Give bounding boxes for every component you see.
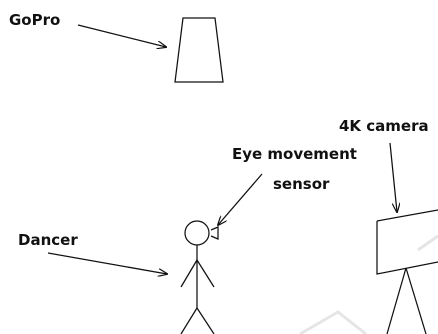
- camera-arrow: [389, 142, 397, 212]
- label-4k-camera: 4K camera: [339, 117, 429, 135]
- dancer-left-arm: [180, 259, 198, 288]
- eye-sensor-shape: [210, 226, 219, 240]
- eye-sensor-arrow: [218, 173, 263, 225]
- watermark-shape: [299, 310, 367, 334]
- dancer-head: [184, 220, 210, 246]
- dancer-left-leg: [180, 307, 198, 334]
- camera-tripod-right: [405, 267, 427, 334]
- label-eye-sensor-line2: sensor: [273, 175, 330, 193]
- dancer-right-arm: [196, 259, 215, 288]
- dancer-arrow: [47, 252, 167, 274]
- watermark-shape-2: [417, 234, 438, 252]
- camera-tripod-left: [386, 267, 407, 334]
- gopro-shape: [174, 17, 224, 83]
- label-dancer: Dancer: [18, 231, 78, 249]
- label-gopro: GoPro: [9, 11, 61, 29]
- label-eye-sensor-line1: Eye movement: [232, 145, 357, 163]
- camera-body: [376, 209, 438, 275]
- dancer-right-leg: [196, 307, 215, 334]
- gopro-arrow: [77, 24, 166, 47]
